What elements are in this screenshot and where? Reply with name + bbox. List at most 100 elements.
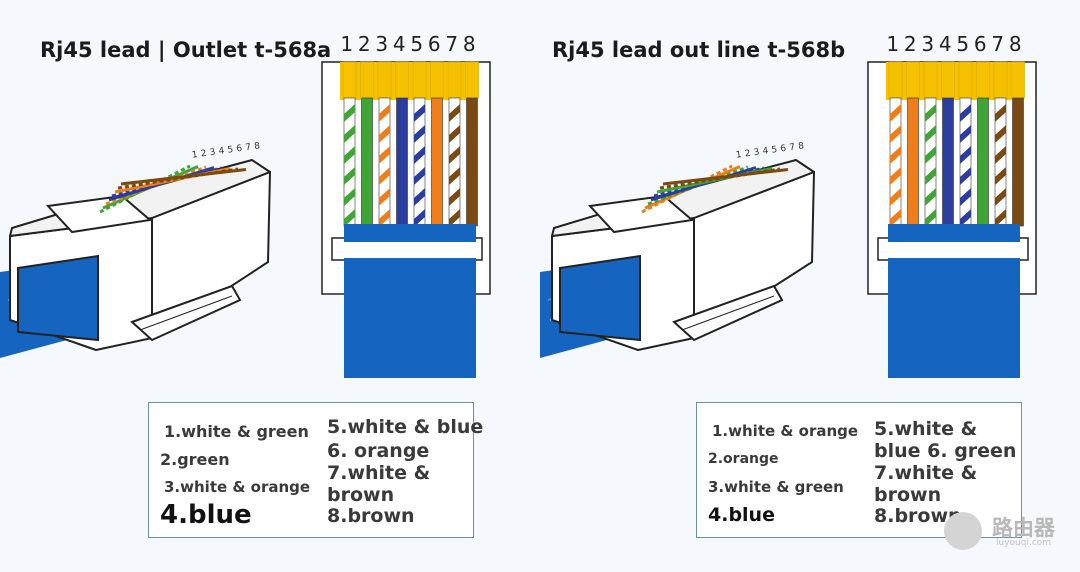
right-pin-contact-6 — [976, 61, 990, 99]
right-pin-contact-4 — [941, 61, 955, 99]
left-wire-3-stripe — [379, 188, 390, 206]
left-wire-5-stripe — [414, 209, 425, 227]
left-wire-5-stripe — [414, 146, 425, 164]
right-pin-contact-1 — [888, 61, 903, 99]
left-wire-1-stripe — [344, 167, 355, 185]
right-wire-7-stripe — [995, 125, 1006, 143]
right-wire-1-stripe — [890, 146, 901, 164]
right-wire-6 — [977, 97, 989, 227]
left-wire-7-stripe — [449, 125, 460, 143]
left-wire-3-stripe — [379, 104, 390, 122]
left-pin-contact-3 — [377, 61, 392, 99]
left-wire-2 — [361, 97, 373, 227]
left-pin-contact-4 — [395, 61, 409, 99]
right-pin-number-4: 4 — [938, 32, 952, 56]
left-wire-7-stripe — [449, 188, 460, 206]
left-pin-number-7: 7 — [445, 32, 459, 56]
right-pin-number-5: 5 — [956, 32, 970, 56]
right-pin-number-1: 1 — [886, 32, 900, 56]
left-title: Rj45 lead | Outlet t-568a — [40, 38, 332, 62]
left-wire-7-stripe — [449, 209, 460, 227]
right-wire-3-stripe — [925, 104, 936, 122]
right-wire-2 — [907, 97, 919, 227]
left-wire-5-stripe — [414, 167, 425, 185]
left-pin-number-5: 5 — [410, 32, 424, 56]
right-legend-item-5-6: 5.white & blue 6. green — [874, 418, 1017, 462]
watermark-logo — [944, 512, 982, 550]
left-plug-wire-8 — [120, 168, 247, 186]
left-legend-item-3: 3.white & orange — [164, 478, 311, 496]
left-wire-7-stripe — [449, 167, 460, 185]
right-wire-5-stripe — [960, 209, 971, 227]
right-wire-5-stripe — [960, 146, 971, 164]
left-pin-contact-1 — [342, 61, 357, 99]
left-pin-contact-5 — [412, 61, 427, 99]
left-wire-8 — [466, 97, 478, 227]
left-wire-3-stripe — [379, 167, 390, 185]
right-pin-contact-2 — [906, 61, 920, 99]
right-title: Rj45 lead out line t-568b — [552, 38, 846, 62]
left-plug-3d — [0, 159, 271, 358]
left-wire-5-stripe — [414, 125, 425, 143]
left-wire-7-stripe — [449, 146, 460, 164]
left-plug-wire-3 — [105, 165, 207, 206]
right-wire-1-stripe — [890, 167, 901, 185]
left-legend-item-4: 4.blue — [160, 500, 252, 530]
right-wire-7-stripe — [995, 188, 1006, 206]
left-pin-contact-2 — [360, 61, 374, 99]
right-wire-5-stripe — [960, 125, 971, 143]
left-wire-3-stripe — [379, 209, 390, 227]
left-pin-number-1: 1 — [340, 32, 354, 56]
left-legend-item-6: 6. orange — [327, 440, 430, 462]
right-legend-item-3: 3.white & green — [708, 478, 844, 496]
left-wire-1-stripe — [344, 104, 355, 122]
left-wire-7-stripe — [449, 104, 460, 122]
left-wire-6 — [431, 97, 443, 227]
right-wire-7-stripe — [995, 167, 1006, 185]
left-wire-1-stripe — [344, 125, 355, 143]
right-wire-3-stripe — [925, 146, 936, 164]
right-wire-3-stripe — [925, 188, 936, 206]
left-pin-contact-8 — [465, 61, 479, 99]
right-wire-7-stripe — [995, 104, 1006, 122]
right-wire-5-stripe — [960, 104, 971, 122]
left-pin-number-6: 6 — [427, 32, 441, 56]
left-pin-number-4: 4 — [392, 32, 406, 56]
left-wire-1-stripe — [344, 188, 355, 206]
left-legend-item-7: 7.white & brown — [327, 462, 431, 506]
right-pin-contact-3 — [923, 61, 938, 99]
right-plug-front — [867, 61, 1037, 378]
right-wire-5-stripe — [960, 188, 971, 206]
right-pin-number-7: 7 — [991, 32, 1005, 56]
right-legend-item-8: 8.brown — [874, 505, 962, 527]
right-pin-number-6: 6 — [973, 32, 987, 56]
right-legend-item-2: 2.orange — [708, 451, 779, 467]
left-wire-5-stripe — [414, 104, 425, 122]
left-legend-item-5: 5.white & blue — [327, 416, 484, 438]
right-wire-7-stripe — [995, 209, 1006, 227]
right-wire-4 — [942, 97, 954, 227]
right-wire-3-stripe — [925, 209, 936, 227]
left-pin-number-8: 8 — [462, 32, 476, 56]
right-pin-contact-5 — [958, 61, 973, 99]
left-pin-number-2: 2 — [357, 32, 371, 56]
left-plug-pin-number-8: 8 — [253, 141, 261, 152]
right-wire-8 — [1012, 97, 1024, 227]
watermark-url: luyouqi.com — [996, 538, 1052, 548]
right-wire-5-stripe — [960, 167, 971, 185]
right-pin-number-8: 8 — [1008, 32, 1022, 56]
left-wire-1-stripe — [344, 146, 355, 164]
right-plug-wire-8 — [662, 168, 789, 186]
right-legend-item-4: 4.blue — [708, 504, 775, 526]
left-legend-item-1: 1.white & green — [164, 422, 309, 441]
right-pin-contact-7 — [993, 61, 1008, 99]
right-wire-3-stripe — [925, 167, 936, 185]
left-pin-contact-6 — [430, 61, 444, 99]
watermark-text: 路由器 — [992, 516, 1055, 540]
left-wire-3-stripe — [379, 125, 390, 143]
right-legend-item-7: 7.white & brown — [874, 462, 978, 506]
right-plug-wire-3 — [647, 165, 749, 206]
